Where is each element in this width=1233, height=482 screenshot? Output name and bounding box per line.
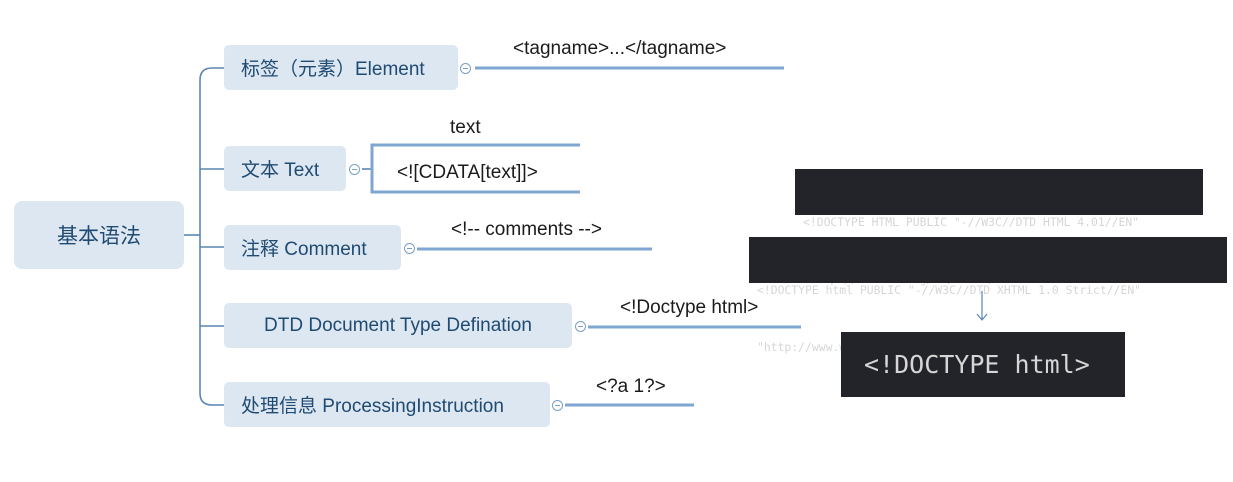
code-html5-doctype: <!DOCTYPE html> — [841, 332, 1125, 397]
branch-processing-instruction[interactable]: 处理信息 ProcessingInstruction — [224, 382, 550, 427]
code-line: <!DOCTYPE HTML PUBLIC "-//W3C//DTD HTML … — [803, 215, 1140, 229]
collapse-toggle-icon[interactable] — [349, 164, 360, 175]
branch-label: 处理信息 ProcessingInstruction — [241, 396, 504, 417]
branch-label: DTD Document Type Defination — [264, 314, 532, 336]
code-xhtml-doctype: <!DOCTYPE html PUBLIC "-//W3C//DTD XHTML… — [749, 237, 1227, 354]
branch-label: 文本 Text — [241, 160, 320, 181]
collapse-toggle-icon[interactable] — [575, 321, 586, 332]
root-label: 基本语法 — [57, 225, 141, 248]
down-arrow-icon — [976, 291, 988, 321]
leaf-cdata[interactable]: <![CDATA[text]]> — [397, 162, 538, 183]
root-node[interactable]: 基本语法 — [14, 201, 184, 269]
branch-element[interactable]: 标签（元素）Element — [224, 45, 458, 90]
code-html4-doctype: <!DOCTYPE HTML PUBLIC "-//W3C//DTD HTML … — [795, 169, 1203, 286]
code-line: <!DOCTYPE html> — [864, 350, 1090, 379]
branch-comment[interactable]: 注释 Comment — [224, 225, 401, 270]
leaf-element-syntax[interactable]: <tagname>...</tagname> — [513, 38, 727, 59]
collapse-toggle-icon[interactable] — [552, 400, 563, 411]
branch-dtd[interactable]: DTD Document Type Defination — [224, 303, 572, 348]
branch-label: 注释 Comment — [241, 239, 367, 260]
leaf-comment-syntax[interactable]: <!-- comments --> — [451, 219, 602, 240]
branch-label: 标签（元素）Element — [241, 59, 425, 80]
code-line: <!DOCTYPE html PUBLIC "-//W3C//DTD XHTML… — [757, 283, 1142, 297]
collapse-toggle-icon[interactable] — [460, 63, 471, 74]
leaf-processing-instruction[interactable]: <?a 1?> — [596, 376, 666, 397]
collapse-toggle-icon[interactable] — [404, 243, 415, 254]
branch-text[interactable]: 文本 Text — [224, 146, 346, 191]
leaf-doctype[interactable]: <!Doctype html> — [620, 297, 759, 318]
leaf-text[interactable]: text — [450, 117, 481, 138]
